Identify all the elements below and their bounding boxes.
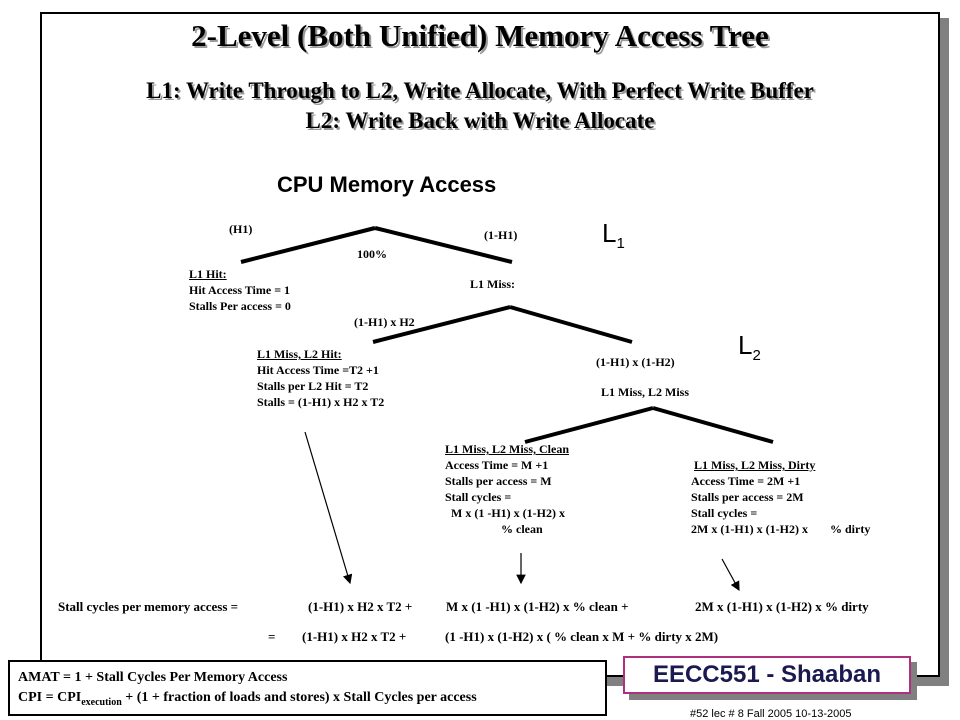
slide-title: 2-Level (Both Unified) Memory Access Tre… [191,18,769,53]
dirty-line2: Stalls per access = 2M [691,490,804,504]
branch-line-clean [524,406,654,444]
slide-footer: #52 lec # 8 Fall 2005 10-13-2005 [690,708,852,720]
l1-hit-line1: Hit Access Time = 1 [189,283,291,297]
arrow-l2-hit-term [304,431,353,585]
branch-label-l2-miss: (1-H1) x (1-H2) [596,355,675,369]
slide-frame [40,12,940,677]
root-label: CPU Memory Access [277,172,497,197]
branch-line-l1-miss [374,226,513,264]
clean-line3: Stall cycles = [445,490,512,504]
clean-line2: Stalls per access = M [445,474,552,488]
branch-label-l2-hit: (1-H1) x H2 [354,315,415,329]
l2-hit-heading: L1 Miss, L2 Hit: [257,347,342,361]
level-l2-label: L2 [738,330,761,365]
clean-line1: Access Time = M +1 [445,458,549,472]
l1-hit-line2: Stalls Per access = 0 [189,299,291,313]
branch-line-dirty [652,406,774,444]
equation-term-l2-hit: (1-H1) x H2 x T2 + [308,599,413,614]
l2-hit-box: L1 Miss, L2 Hit: Hit Access Time =T2 +1 … [257,346,384,410]
equation-label: Stall cycles per memory access = [58,599,239,614]
dirty-line3: Stall cycles = [691,506,758,520]
amat-line1: AMAT = 1 + Stall Cycles Per Memory Acces… [18,670,288,685]
dirty-line1: Access Time = 2M +1 [691,474,801,488]
cpi-line: CPI = CPIexecution + (1 + fraction of lo… [18,690,477,708]
dirty-line4: 2M x (1-H1) x (1-H2) x% dirty [691,522,871,536]
level-l1-label: L1 [602,218,625,253]
branch-line-l2-miss [509,305,633,344]
l2-hit-line3: Stalls = (1-H1) x H2 x T2 [257,395,385,409]
clean-heading: L1 Miss, L2 Miss, Clean [445,442,570,456]
equation2-term2: (1 -H1) x (1-H2) x ( % clean x M + % dir… [445,629,719,644]
course-badge: EECC551 - Shaaban [623,656,911,694]
root-percent: 100% [357,247,387,261]
clean-box: L1 Miss, L2 Miss, Clean Access Time = M … [445,441,569,537]
dirty-heading: L1 Miss, L2 Miss, Dirty [694,458,816,472]
l2-miss-label: L1 Miss, L2 Miss [601,385,690,399]
amat-box: AMAT = 1 + Stall Cycles Per Memory Acces… [8,660,607,716]
l1-hit-heading: L1 Hit: [189,267,227,281]
l2-hit-line1: Hit Access Time =T2 +1 [257,363,379,377]
equation-term-clean: M x (1 -H1) x (1-H2) x % clean + [446,599,629,614]
l1-miss-label: L1 Miss: [470,277,515,291]
equation2-equals: = [268,629,276,644]
branch-label-1-h1: (1-H1) [484,228,518,242]
l1-hit-box: L1 Hit: Hit Access Time = 1 Stalls Per a… [189,266,291,314]
equation2-term1: (1-H1) x H2 x T2 + [302,629,407,644]
clean-line5: % clean [501,522,543,536]
l2-hit-line2: Stalls per L2 Hit = T2 [257,379,369,393]
clean-line4: M x (1 -H1) x (1-H2) x [451,506,565,520]
arrow-dirty-term [721,558,740,592]
subtitle-l1: L1: Write Through to L2, Write Allocate,… [146,78,814,103]
branch-label-h1: (H1) [229,222,253,236]
subtitle-l2: L2: Write Back with Write Allocate [305,108,655,133]
dirty-box: L1 Miss, L2 Miss, Dirty Access Time = 2M… [691,457,870,537]
branch-line-l2-hit [372,305,511,344]
equation-term-dirty: 2M x (1-H1) x (1-H2) x % dirty [695,599,869,614]
branch-line-l1-hit [240,226,376,264]
